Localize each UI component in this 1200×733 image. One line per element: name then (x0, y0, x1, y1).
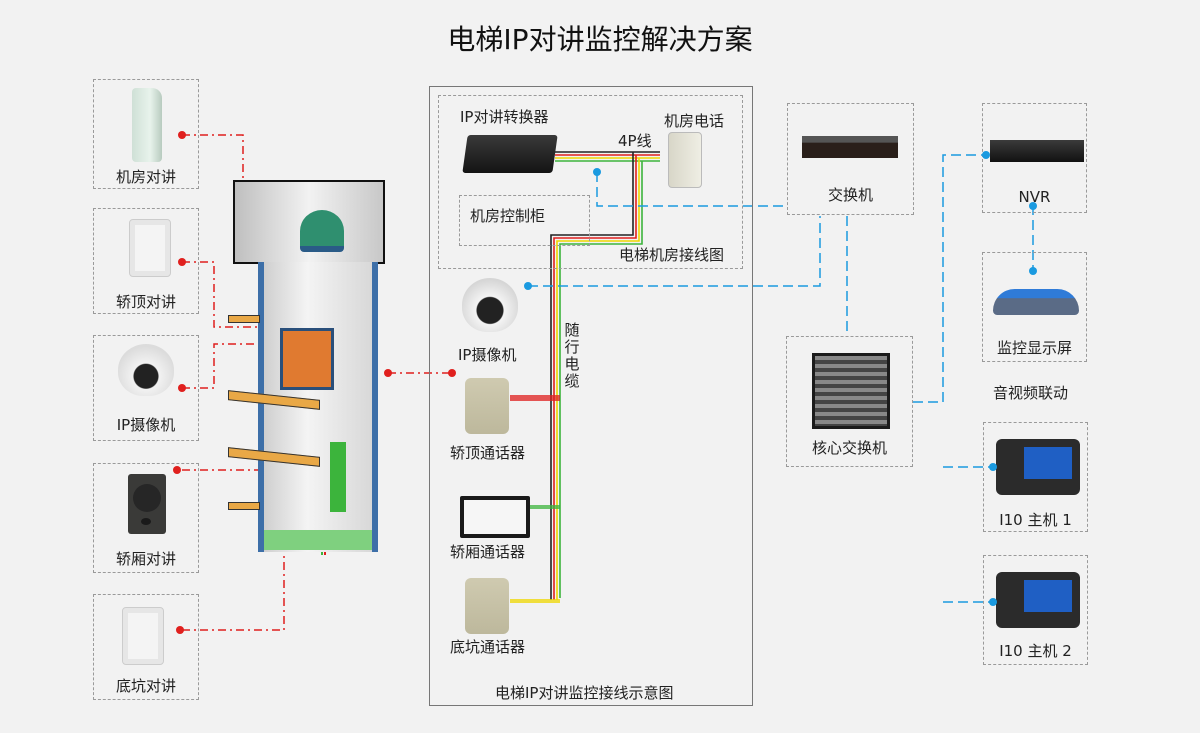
device-card-car-top: 轿顶对讲 (93, 208, 199, 314)
host-label: I10 主机 1 (999, 511, 1072, 529)
counterweight (330, 442, 346, 512)
car-top-speaker-icon (465, 378, 509, 434)
device-label: 底坑对讲 (115, 677, 176, 695)
connector-dot (1029, 267, 1037, 275)
monitor-label: 监控显示屏 (996, 339, 1072, 357)
wall-intercom-icon (132, 88, 162, 162)
connector-dot (178, 384, 186, 392)
connector-dot (524, 282, 532, 290)
dome-camera-icon (462, 278, 518, 332)
video-phone-icon (996, 439, 1080, 495)
camera-label: IP摄像机 (458, 346, 517, 364)
speaker-box-icon (129, 219, 171, 277)
wiring-caption: 电梯IP对讲监控接线示意图 (495, 684, 674, 702)
core-switch-label: 核心交换机 (811, 439, 887, 457)
machine-room-box (438, 95, 743, 269)
wall-phone-icon (668, 132, 702, 188)
switch-label: 交换机 (827, 186, 873, 204)
connector-dot (989, 598, 997, 606)
nvr-icon (990, 140, 1084, 162)
monitor-card: 监控显示屏 (982, 252, 1087, 362)
wiring-panel (429, 86, 753, 706)
host-label: I10 主机 2 (999, 642, 1072, 660)
av-link-label: 音视频联动 (993, 384, 1069, 402)
phone-label: 机房电话 (664, 112, 725, 130)
switch-card: 交换机 (787, 103, 914, 215)
nvr-label: NVR (1018, 188, 1051, 206)
core-switch-card: 核心交换机 (786, 336, 913, 467)
converter-label: IP对讲转换器 (460, 108, 549, 126)
car-speaker-icon (128, 474, 166, 534)
device-label: 轿顶对讲 (115, 293, 176, 311)
video-phone-icon (996, 572, 1080, 628)
connector-dot (178, 258, 186, 266)
elevator-shaft-illustration (228, 180, 388, 560)
elevator-car (280, 328, 334, 390)
cable-label: 4P线 (618, 132, 652, 150)
connector-dot (989, 463, 997, 471)
device-label: 轿厢通话器 (450, 543, 526, 561)
device-label: IP摄像机 (116, 416, 176, 434)
device-card-pit: 底坑对讲 (93, 594, 199, 700)
connector-dot (176, 626, 184, 634)
pit-speaker-icon (465, 578, 509, 634)
device-label: 底坑通话器 (450, 638, 526, 656)
cabinet-label: 机房控制柜 (470, 207, 546, 225)
ip-converter-icon (462, 135, 558, 173)
connector-dot (982, 151, 990, 159)
car-speaker-module-icon (460, 496, 530, 538)
device-label: 机房对讲 (115, 168, 176, 186)
device-label: 轿顶通话器 (450, 444, 526, 462)
speaker-box-icon (122, 607, 164, 665)
connector-dot (593, 168, 601, 176)
nvr-card: NVR (982, 103, 1087, 213)
connector-dot (1029, 202, 1037, 210)
travel-cable-label: 随行电缆 (564, 321, 580, 390)
device-card-car-speaker: 轿厢对讲 (93, 463, 199, 573)
dome-camera-icon (118, 344, 174, 396)
machine-room-caption: 电梯机房接线图 (619, 246, 725, 264)
device-label: 轿厢对讲 (115, 550, 176, 568)
floor-slab (228, 502, 260, 510)
device-card-camera: IP摄像机 (93, 335, 199, 441)
control-cabinet (459, 195, 590, 246)
traction-machine-icon (300, 210, 344, 252)
connector-dot (178, 131, 186, 139)
host-card-2: I10 主机 2 (983, 555, 1088, 665)
connector-dot (384, 369, 392, 377)
pit-floor (264, 530, 372, 550)
floor-slab (228, 315, 260, 323)
page-title: 电梯IP对讲监控解决方案 (447, 23, 753, 56)
connector-dot (173, 466, 181, 474)
device-card-machine-room: 机房对讲 (93, 79, 199, 189)
monitor-wall-icon (993, 289, 1079, 315)
host-card-1: I10 主机 1 (983, 422, 1088, 532)
chassis-switch-icon (812, 353, 890, 429)
network-switch-icon (802, 136, 898, 158)
connector-dot (448, 369, 456, 377)
